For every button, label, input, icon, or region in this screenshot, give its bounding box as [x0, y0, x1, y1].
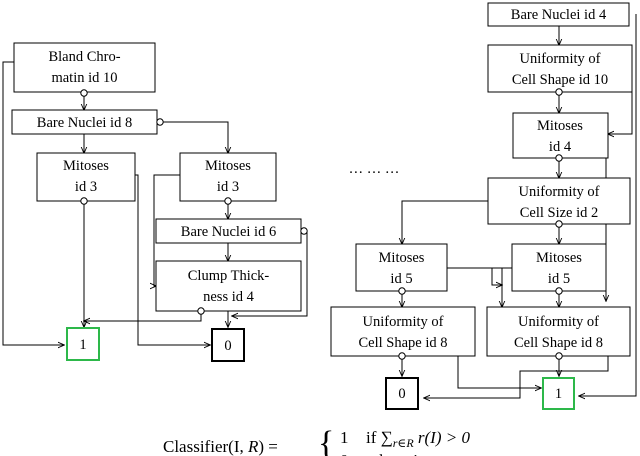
- t2-node-mitoses-5-left-line2: id 5: [390, 271, 412, 287]
- t2-node-cell-size-2-line2: Cell Size id 2: [520, 205, 599, 221]
- t2-leaf-zero-label: 0: [398, 386, 405, 402]
- t2-node-mitoses-5-left: Mitoses id 5: [355, 243, 448, 292]
- svg-text:Bland Chro-: Bland Chro-: [48, 49, 120, 65]
- t2-node-mitoses-5-left-line1: Mitoses: [379, 250, 425, 266]
- t2-node-cell-shape-8-right-line2: Cell Shape id 8: [514, 335, 603, 351]
- t2-node-bare-nuclei-4-label: Bare Nuclei id 4: [511, 7, 607, 23]
- branch-circle-icon: [156, 118, 164, 126]
- t2-node-mitoses-4: Mitoses id 4: [512, 112, 609, 159]
- branch-circle-icon: [555, 88, 563, 96]
- t2-leaf-one: 1: [542, 377, 575, 410]
- branch-circle-icon: [197, 307, 205, 315]
- t2-node-mitoses-5-right-line1: Mitoses: [536, 250, 582, 266]
- t1-node-mitoses-right-line2: id 3: [217, 179, 239, 195]
- ellipsis-text: … … …: [349, 161, 400, 177]
- formula-brace-icon: {: [318, 425, 334, 456]
- branch-circle-icon: [555, 220, 563, 228]
- branch-circle-icon: [398, 287, 406, 295]
- t2-node-mitoses-4-line2: id 4: [549, 139, 572, 155]
- t1-leaf-zero: 0: [211, 328, 245, 362]
- t2-node-cell-shape-10: Uniformity of Cell Shape id 10: [487, 44, 633, 93]
- t2-node-mitoses-5-right-line2: id 5: [548, 271, 570, 287]
- t2-node-cell-size-2-line1: Uniformity of: [519, 184, 600, 200]
- t1-leaf-one: 1: [66, 327, 100, 361]
- formula-case1-value: 1: [340, 428, 349, 447]
- t1-node-bare-nuclei-6: Bare Nuclei id 6: [155, 218, 302, 244]
- t1-node-mitoses-right: Mitoses id 3: [179, 152, 277, 202]
- t1-leaf-zero-label: 0: [224, 338, 231, 354]
- t1-node-clump-thickness-line2: ness id 4: [203, 289, 255, 305]
- classifier-formula: Classifier(I, R) = { 1 if ∑r∈R r(I) > 0 …: [163, 425, 470, 456]
- t2-node-cell-shape-8-right: Uniformity of Cell Shape id 8: [486, 306, 631, 357]
- t2-leaf-one-label: 1: [555, 386, 562, 402]
- t2-node-mitoses-5-right: Mitoses id 5: [511, 243, 607, 292]
- t1-node-bare-nuclei-8-label: Bare Nuclei id 8: [37, 115, 132, 131]
- t2-node-cell-shape-10-line1: Uniformity of: [520, 51, 601, 67]
- t2-node-cell-shape-10-line2: Cell Shape id 10: [512, 72, 608, 88]
- formula-lhs: Classifier(I, R) =: [163, 437, 278, 456]
- branch-circle-icon: [80, 197, 88, 205]
- formula-case1-condition: if ∑r∈R r(I) > 0: [366, 428, 470, 450]
- t1-node-mitoses-left-line1: Mitoses: [63, 158, 109, 174]
- branch-circle-icon: [300, 227, 308, 235]
- t1-node-bare-nuclei-6-label: Bare Nuclei id 6: [181, 224, 276, 240]
- branch-circle-icon: [555, 154, 563, 162]
- branch-circle-icon: [398, 352, 406, 360]
- branch-circle-icon: [555, 352, 563, 360]
- t2-node-mitoses-4-line1: Mitoses: [537, 118, 583, 134]
- t1-node-mitoses-left: Mitoses id 3: [36, 152, 136, 202]
- t1-node-mitoses-left-line2: id 3: [75, 179, 97, 195]
- t2-node-cell-shape-8-left-line2: Cell Shape id 8: [358, 335, 447, 351]
- t1-node-bland-chromatin-line2: matin id 10: [51, 70, 117, 86]
- t2-node-cell-shape-8-left-line1: Uniformity of: [363, 314, 444, 330]
- t2-node-cell-shape-8-right-line1: Uniformity of: [518, 314, 599, 330]
- t1-leaf-one-label: 1: [79, 337, 86, 353]
- t1-node-clump-thickness-line1: Clump Thick-: [188, 268, 270, 284]
- t1-node-bland-chromatin-line1: Bland Chro-: [48, 49, 120, 65]
- t2-leaf-zero: 0: [385, 377, 419, 410]
- t1-node-bare-nuclei-8: Bare Nuclei id 8: [11, 109, 158, 135]
- t1-node-clump-thickness: Clump Thick- ness id 4: [155, 260, 302, 312]
- branch-circle-icon: [555, 287, 563, 295]
- t2-node-bare-nuclei-4: Bare Nuclei id 4: [487, 2, 630, 27]
- t2-node-cell-size-2: Uniformity of Cell Size id 2: [487, 177, 631, 225]
- svg-text:matin id 10: matin id 10: [51, 70, 117, 86]
- t1-node-bland-chromatin: Bland Chro- matin id 10: [13, 42, 156, 93]
- branch-markers: [80, 88, 563, 360]
- formula-case2-condition: otherwise: [366, 451, 432, 456]
- branch-circle-icon: [224, 197, 232, 205]
- branch-circle-icon: [80, 89, 88, 97]
- t2-node-cell-shape-8-left: Uniformity of Cell Shape id 8: [330, 306, 476, 357]
- t1-node-mitoses-right-line1: Mitoses: [205, 158, 251, 174]
- formula-case2-value: 0: [340, 451, 349, 456]
